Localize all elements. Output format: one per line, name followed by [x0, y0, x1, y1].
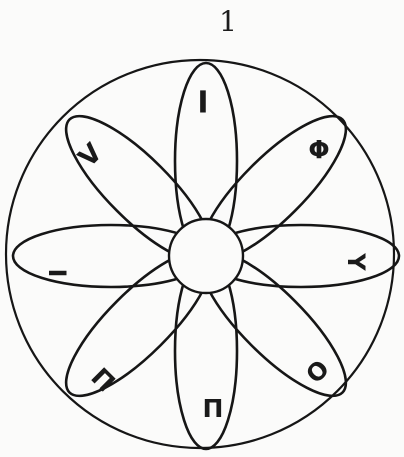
glyph-right: Y — [342, 252, 370, 271]
glyph-bottom: П — [203, 394, 224, 423]
glyph-top: I — [197, 86, 208, 121]
glyph-left: I — [43, 269, 71, 278]
center-hub — [169, 219, 243, 293]
glyph-upper-right: Φ — [308, 135, 329, 164]
figure-number: 1 — [218, 8, 238, 36]
